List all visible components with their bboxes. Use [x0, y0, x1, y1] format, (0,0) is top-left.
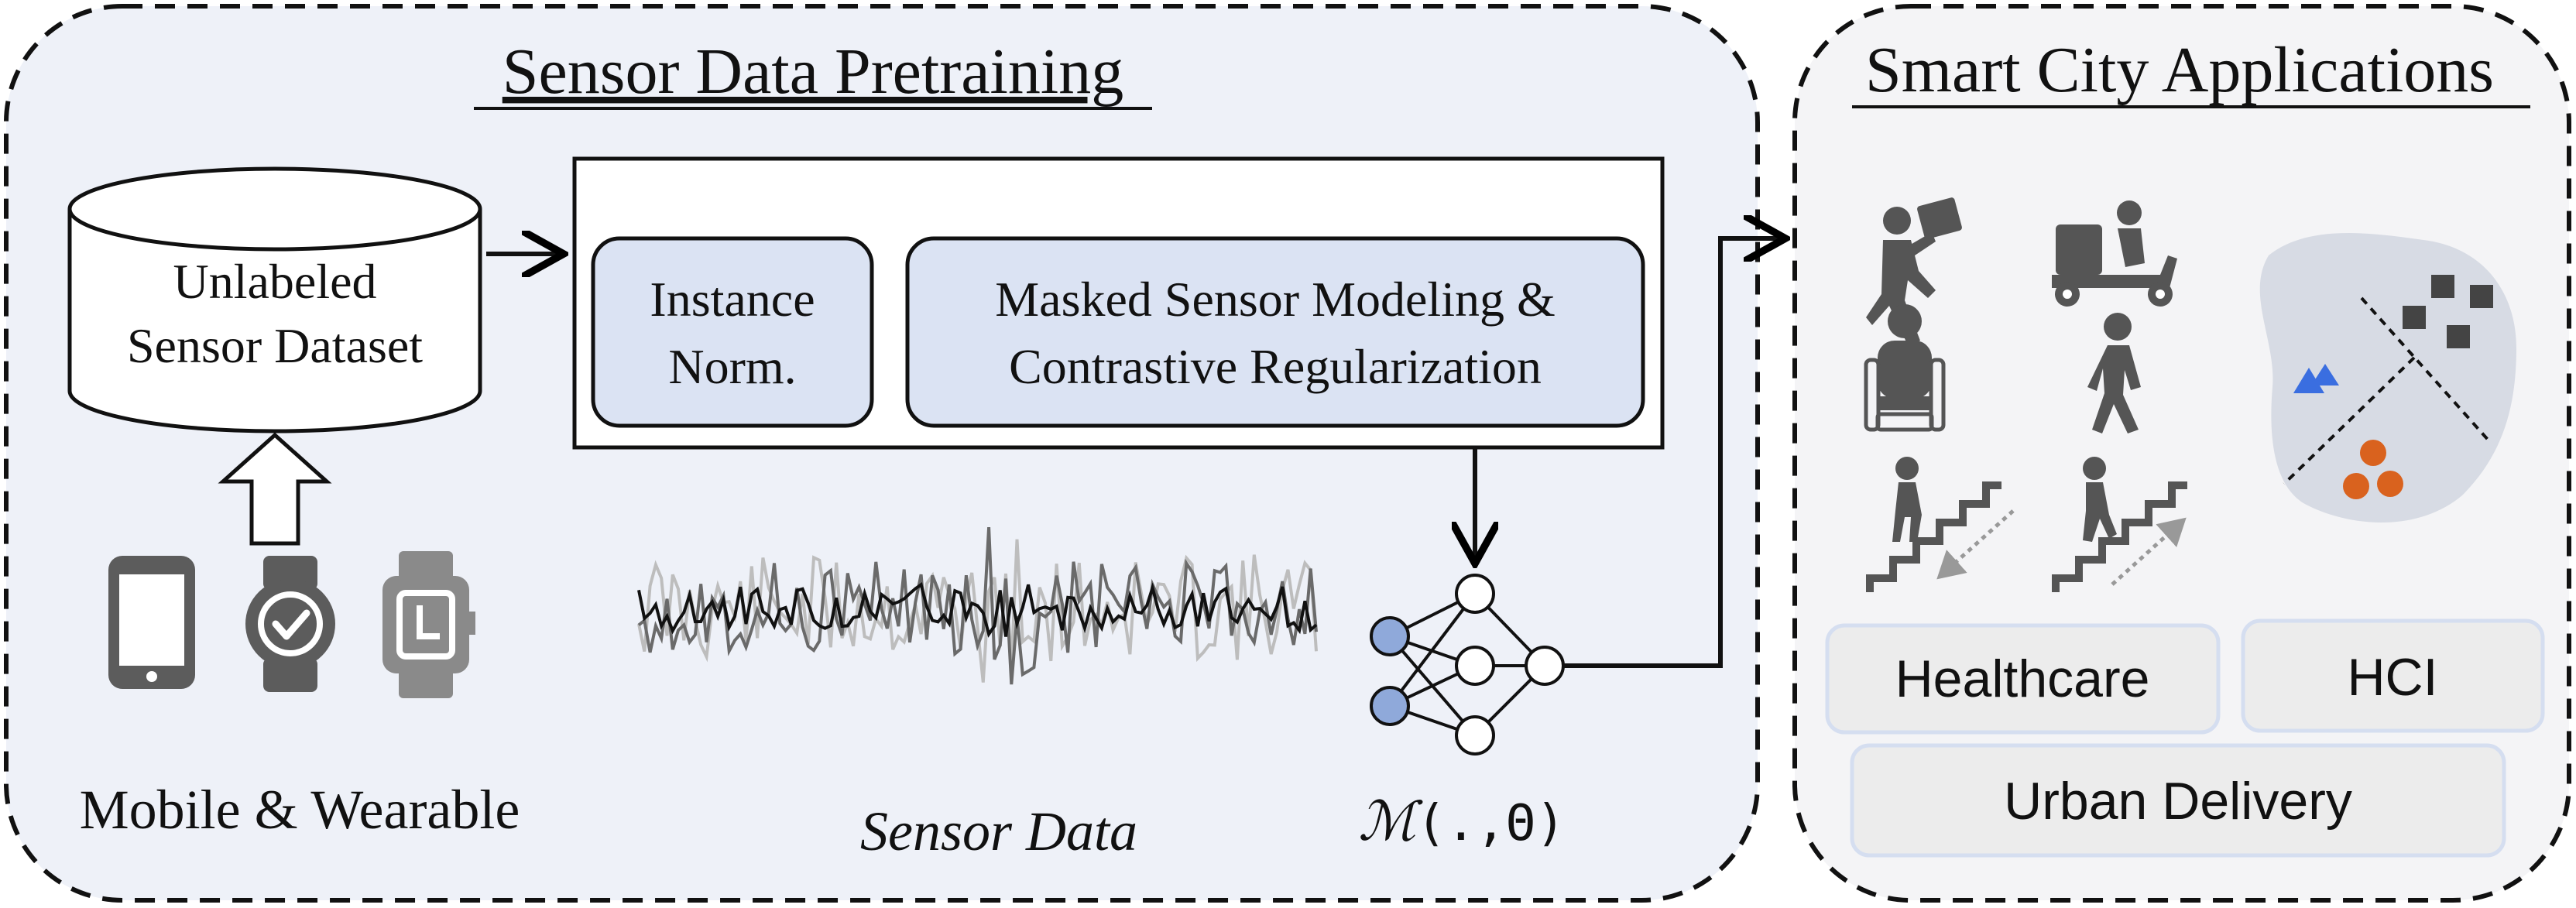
instance-norm-line2: Norm. [668, 339, 796, 394]
tag-hci-label: HCI [2347, 648, 2437, 707]
devices-label: Mobile & Wearable [80, 779, 520, 841]
person-carrying-box-icon [1866, 197, 1962, 347]
upload-arrow-icon [218, 432, 332, 546]
stairs-down-icon [1866, 457, 2015, 592]
model-label: ℳ(.,Θ) [1358, 793, 1566, 852]
tag-healthcare-label: Healthcare [1895, 649, 2150, 708]
dataset-label-line1: Unlabeled [173, 254, 377, 309]
dataset-label-line2: Sensor Dataset [127, 318, 423, 373]
arrow-model-to-applications [1564, 238, 1781, 668]
masked-modeling-block [905, 236, 1645, 428]
model-args: (.,Θ) [1416, 795, 1566, 852]
delivery-scooter-icon [2052, 200, 2177, 307]
waveform-line-3 [637, 582, 1318, 638]
applications-title: Smart City Applications [1865, 34, 2494, 106]
cluster-map-icon [2259, 233, 2516, 523]
masked-modeling-line2: Contrastive Regularization [1009, 339, 1542, 394]
walking-person-icon [2087, 313, 2141, 433]
sensor-data-label: Sensor Data [860, 800, 1137, 862]
instance-norm-line1: Instance [650, 272, 815, 327]
database-icon [67, 166, 482, 433]
smartwatch-clock-icon [382, 551, 475, 698]
sensor-waveform [637, 526, 1318, 685]
tag-urban-delivery [1850, 743, 2506, 858]
instance-norm-block [591, 236, 874, 428]
tag-urban-delivery-label: Urban Delivery [2004, 772, 2352, 831]
stairs-up-icon [2052, 457, 2187, 592]
phone-icon [108, 556, 195, 689]
masked-modeling-line1: Masked Sensor Modeling & [995, 272, 1556, 327]
neural-network-icon [1370, 574, 1565, 756]
tag-hci [2241, 618, 2545, 733]
waveform-line-1 [637, 539, 1318, 683]
model-symbol: ℳ [1358, 793, 1423, 852]
pretraining-title: Sensor Data Pretraining [503, 36, 1123, 108]
waveform-line-2 [637, 526, 1318, 685]
tag-healthcare [1825, 623, 2221, 735]
smartwatch-check-icon [245, 556, 335, 692]
wheelchair-user-icon [1864, 304, 1946, 432]
